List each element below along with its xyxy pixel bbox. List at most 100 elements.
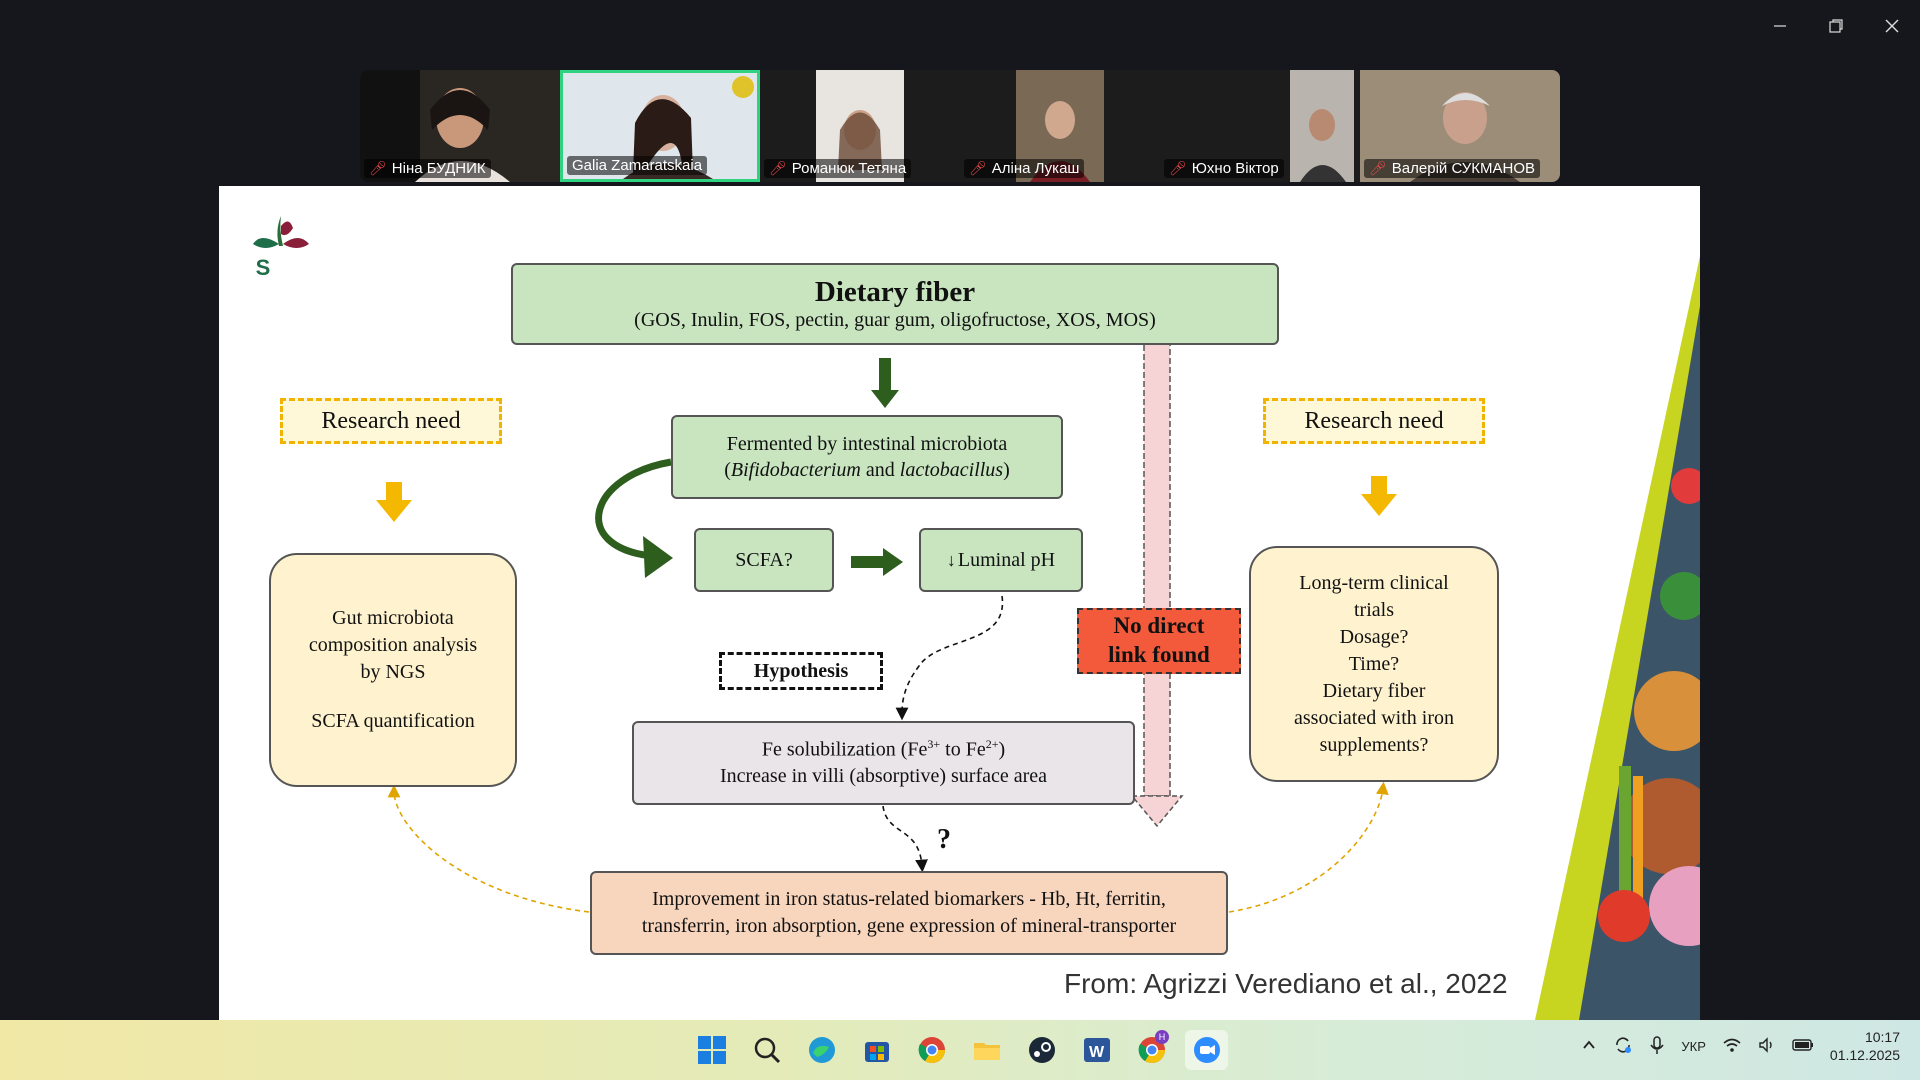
edge-icon[interactable] (800, 1030, 843, 1070)
fermented-line1: Fermented by intestinal microbiota (726, 433, 1008, 455)
hypothesis-box: Hypothesis (719, 652, 883, 690)
participant-tile[interactable]: 🎤︎Валерій СУКМАНОВ (1360, 70, 1560, 182)
no-link-bar (1143, 275, 1171, 797)
right-line1: Long-term clinical (1299, 571, 1449, 594)
fe-text-c: ) (998, 738, 1006, 761)
word-icon[interactable]: W (1075, 1030, 1118, 1070)
fe-solubilization-box: Fe solubilization (Fe3+ to Fe2+) Increas… (632, 721, 1135, 805)
green-arrow-down (871, 358, 899, 408)
participant-strip: 🎤︎Ніна БУДНИК Galia Zamaratskaia 🎤︎Роман… (360, 70, 1560, 182)
language-indicator[interactable]: УКР (1681, 1038, 1706, 1054)
citation: From: Agrizzi Verediano et al., 2022 (1064, 968, 1508, 999)
chrome-profile-icon[interactable]: H (1130, 1030, 1173, 1070)
no-link-line1: No direct (1113, 613, 1205, 639)
participant-tile-active[interactable]: Galia Zamaratskaia (560, 70, 760, 182)
steam-icon[interactable] (1020, 1030, 1063, 1070)
curved-arrow (595, 458, 672, 560)
bifidobacterium: Bifidobacterium (730, 459, 861, 481)
microphone-icon[interactable] (1649, 1035, 1665, 1058)
fe-line2: Increase in villi (absorptive) surface a… (719, 765, 1048, 788)
fermented-box: Fermented by intestinal microbiota (Bifi… (671, 415, 1063, 499)
left-line2: composition analysis (308, 634, 478, 656)
fe-text-a: Fe solubilization (Fe (761, 738, 928, 761)
university-logo (253, 216, 309, 248)
question-mark: ? (937, 824, 951, 855)
mic-muted-icon: 🎤︎ (1369, 160, 1387, 176)
chrome-icon[interactable] (910, 1030, 953, 1070)
right-line2: trials (1354, 598, 1394, 621)
minimize-icon[interactable] (1752, 8, 1808, 44)
mic-muted-icon: 🎤︎ (769, 160, 787, 176)
windows-start-icon[interactable] (690, 1030, 733, 1070)
right-line3: Dosage? (1339, 625, 1409, 648)
mic-muted-icon: 🎤︎ (1169, 160, 1187, 176)
fermented-line2: (Bifidobacterium and lactobacillus) (724, 459, 1010, 481)
slide-graphics (253, 216, 1700, 1020)
profile-badge: H (1155, 1030, 1169, 1044)
luminal-ph-box: ↓Luminal pH (919, 528, 1083, 592)
participant-tile[interactable]: 🎤︎Юхно Віктор (1160, 70, 1360, 182)
fe-sup1: 3+ (927, 736, 941, 751)
chevron-up-icon[interactable] (1581, 1037, 1597, 1056)
lactobacillus: lactobacillus (899, 459, 1004, 481)
dietary-fiber-subtitle: (GOS, Inulin, FOS, pectin, guar gum, oli… (634, 309, 1156, 331)
right-line5: Dietary fiber (1322, 679, 1426, 702)
luminal-ph-text: Luminal pH (957, 548, 1056, 571)
no-link-line2: link found (1108, 642, 1210, 667)
left-line3: by NGS (360, 661, 426, 683)
research-need-left: Research need (280, 398, 502, 444)
volume-icon[interactable] (1758, 1036, 1776, 1056)
improvement-line2: transferrin, iron absorption, gene expre… (641, 915, 1177, 937)
wifi-icon[interactable] (1722, 1037, 1742, 1056)
participant-tile[interactable]: 🎤︎Романюк Тетяна (760, 70, 960, 182)
mic-muted-icon: 🎤︎ (969, 160, 987, 176)
battery-icon[interactable] (1792, 1038, 1814, 1055)
window-controls (1752, 8, 1920, 44)
participant-tile[interactable]: 🎤︎Аліна Лукаш (960, 70, 1160, 182)
improvement-box: Improvement in iron status-related bioma… (590, 871, 1228, 955)
and-text: and (860, 459, 900, 481)
right-line6: associated with iron (1294, 706, 1454, 729)
system-tray: УКР 10:17 01.12.2025 (1581, 1028, 1900, 1064)
left-line1: Gut microbiota (332, 607, 454, 629)
green-arrow-right (851, 548, 903, 576)
fe-line1: Fe solubilization (Fe3+ to Fe2+) (762, 736, 1005, 764)
clock[interactable]: 10:17 01.12.2025 (1830, 1028, 1900, 1064)
store-icon[interactable] (855, 1030, 898, 1070)
mic-muted-icon: 🎤︎ (369, 160, 387, 176)
zoom-icon[interactable] (1185, 1030, 1228, 1070)
participant-name: 🎤︎Валерій СУКМАНОВ (1364, 159, 1541, 178)
yellow-arrow-left (376, 482, 412, 522)
sync-icon[interactable] (1613, 1035, 1633, 1058)
shared-slide: S Dietary fiber (GOS, Inulin, FOS, pecti… (219, 186, 1700, 1020)
dietary-fiber-box: Dietary fiber (GOS, Inulin, FOS, pectin,… (511, 263, 1279, 345)
down-arrow-icon: ↓ (946, 549, 956, 570)
participant-name: 🎤︎Юхно Віктор (1164, 159, 1284, 178)
participant-video (1160, 70, 1360, 182)
scfa-box: SCFA? (694, 528, 834, 592)
right-line7: supplements? (1319, 733, 1429, 756)
participant-name: Galia Zamaratskaia (567, 156, 708, 175)
participant-name: 🎤︎Ніна БУДНИК (364, 159, 491, 178)
yellow-arrow-right (1361, 476, 1397, 516)
participant-name: 🎤︎Аліна Лукаш (964, 159, 1085, 178)
left-line4: SCFA quantification (311, 710, 475, 732)
clock-time: 10:17 (1864, 1029, 1900, 1045)
participant-name: 🎤︎Романюк Тетяна (764, 159, 912, 178)
participant-tile[interactable]: 🎤︎Ніна БУДНИК (360, 70, 560, 182)
svg-text:W: W (1089, 1044, 1105, 1061)
fe-sup2: 2+ (985, 736, 999, 751)
restore-icon[interactable] (1808, 8, 1864, 44)
clock-date: 01.12.2025 (1829, 1047, 1900, 1064)
taskbar: W H УКР 10:17 01.12.2025 (0, 1020, 1920, 1080)
search-icon[interactable] (745, 1030, 788, 1070)
right-line4: Time? (1348, 652, 1400, 675)
food-image (1535, 256, 1700, 1020)
improvement-line1: Improvement in iron status-related bioma… (652, 888, 1166, 910)
logo-letter: S (255, 255, 271, 280)
file-explorer-icon[interactable] (965, 1030, 1008, 1070)
clinical-trials-box: Long-term clinical trials Dosage? Time? … (1249, 546, 1499, 782)
close-icon[interactable] (1864, 8, 1920, 44)
dietary-fiber-title: Dietary fiber (814, 276, 976, 308)
fe-text-b: to Fe (940, 738, 986, 761)
